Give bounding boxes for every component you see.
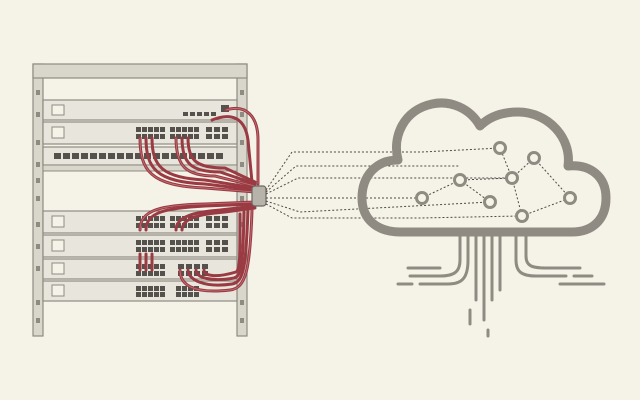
cloud-nodes [415,141,577,223]
server-rack-icon [32,63,248,337]
cloud-node [493,141,507,155]
network-links [265,147,521,219]
cable-connector [251,185,267,207]
cloud-network-icon [357,98,611,338]
cloud-node [453,173,467,187]
cloud-node [515,209,529,223]
cloud-roots [396,234,606,338]
cloud-node-links [421,147,571,217]
cloud-node [415,191,429,205]
rack-top-frame [32,63,248,79]
cloud-outline [357,98,611,237]
cloud-node [527,151,541,165]
patch-cable-bundle-icon [138,107,267,293]
cloud-node [505,171,519,185]
rack-shelf [42,164,238,172]
cloud-node [483,195,497,209]
rack-device [42,234,238,258]
cloud-node [563,191,577,205]
rack-device [42,99,238,121]
